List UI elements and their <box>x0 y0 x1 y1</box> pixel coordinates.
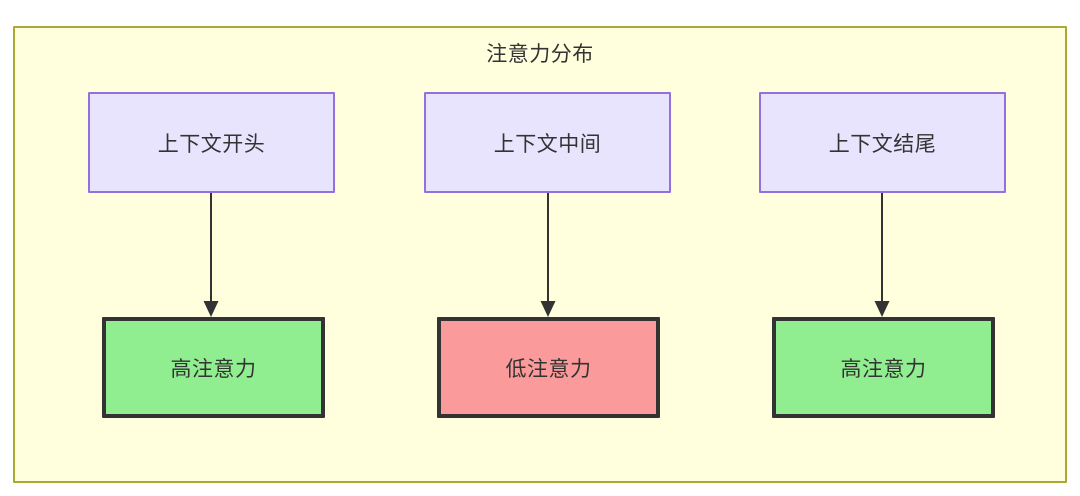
node-context-end[interactable]: 上下文结尾 <box>759 92 1006 193</box>
node-label: 高注意力 <box>170 357 257 381</box>
node-high-attention-end[interactable]: 高注意力 <box>772 317 995 418</box>
cluster-title: 注意力分布 <box>486 43 594 66</box>
node-low-attention-middle[interactable]: 低注意力 <box>437 317 660 418</box>
node-label: 上下文中间 <box>493 132 602 156</box>
node-context-start[interactable]: 上下文开头 <box>88 92 335 193</box>
node-label: 上下文开头 <box>157 132 266 156</box>
node-label: 高注意力 <box>840 357 927 381</box>
node-context-middle[interactable]: 上下文中间 <box>424 92 671 193</box>
node-label: 上下文结尾 <box>828 132 937 156</box>
node-label: 低注意力 <box>505 357 592 381</box>
node-high-attention-start[interactable]: 高注意力 <box>102 317 325 418</box>
